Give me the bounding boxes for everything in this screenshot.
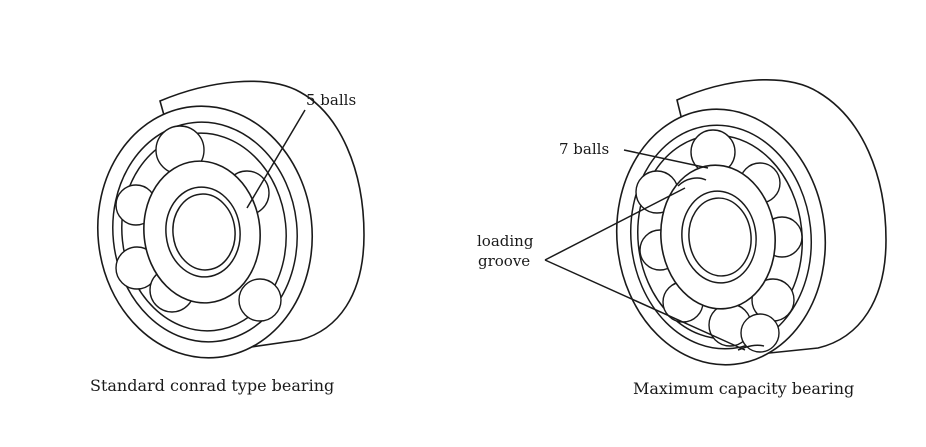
inner-loading-groove: [677, 177, 707, 187]
leader-line-5-balls: [246, 109, 306, 209]
ball: [238, 278, 282, 322]
label-7-balls: 7 balls: [559, 140, 609, 158]
conrad-outer-ring-inner-edge: [112, 121, 298, 343]
max-outer-ring-inner-edge: [629, 124, 813, 350]
caption-conrad: Standard conrad type bearing: [90, 376, 334, 395]
ball: [740, 313, 780, 353]
conrad-bore-outer: [165, 186, 241, 278]
conrad-inner-ring: [143, 160, 261, 304]
conrad-bearing: [96, 80, 365, 359]
max-capacity-bearing: [544, 79, 887, 366]
leader-line-7-balls: [623, 149, 709, 169]
caption-max-capacity: Maximum capacity bearing: [633, 379, 854, 398]
label-loading: loading: [477, 232, 534, 250]
label-5-balls: 5 balls: [306, 91, 356, 109]
leader-line-groove-outer: [544, 259, 746, 351]
leader-line-groove-inner: [544, 187, 686, 261]
max-inner-ring: [660, 164, 776, 310]
conrad-bore-inner: [172, 193, 236, 271]
max-bore-inner: [688, 197, 752, 277]
max-bore-outer: [681, 190, 757, 284]
label-groove: groove: [478, 252, 530, 270]
outer-loading-groove: [737, 344, 765, 351]
